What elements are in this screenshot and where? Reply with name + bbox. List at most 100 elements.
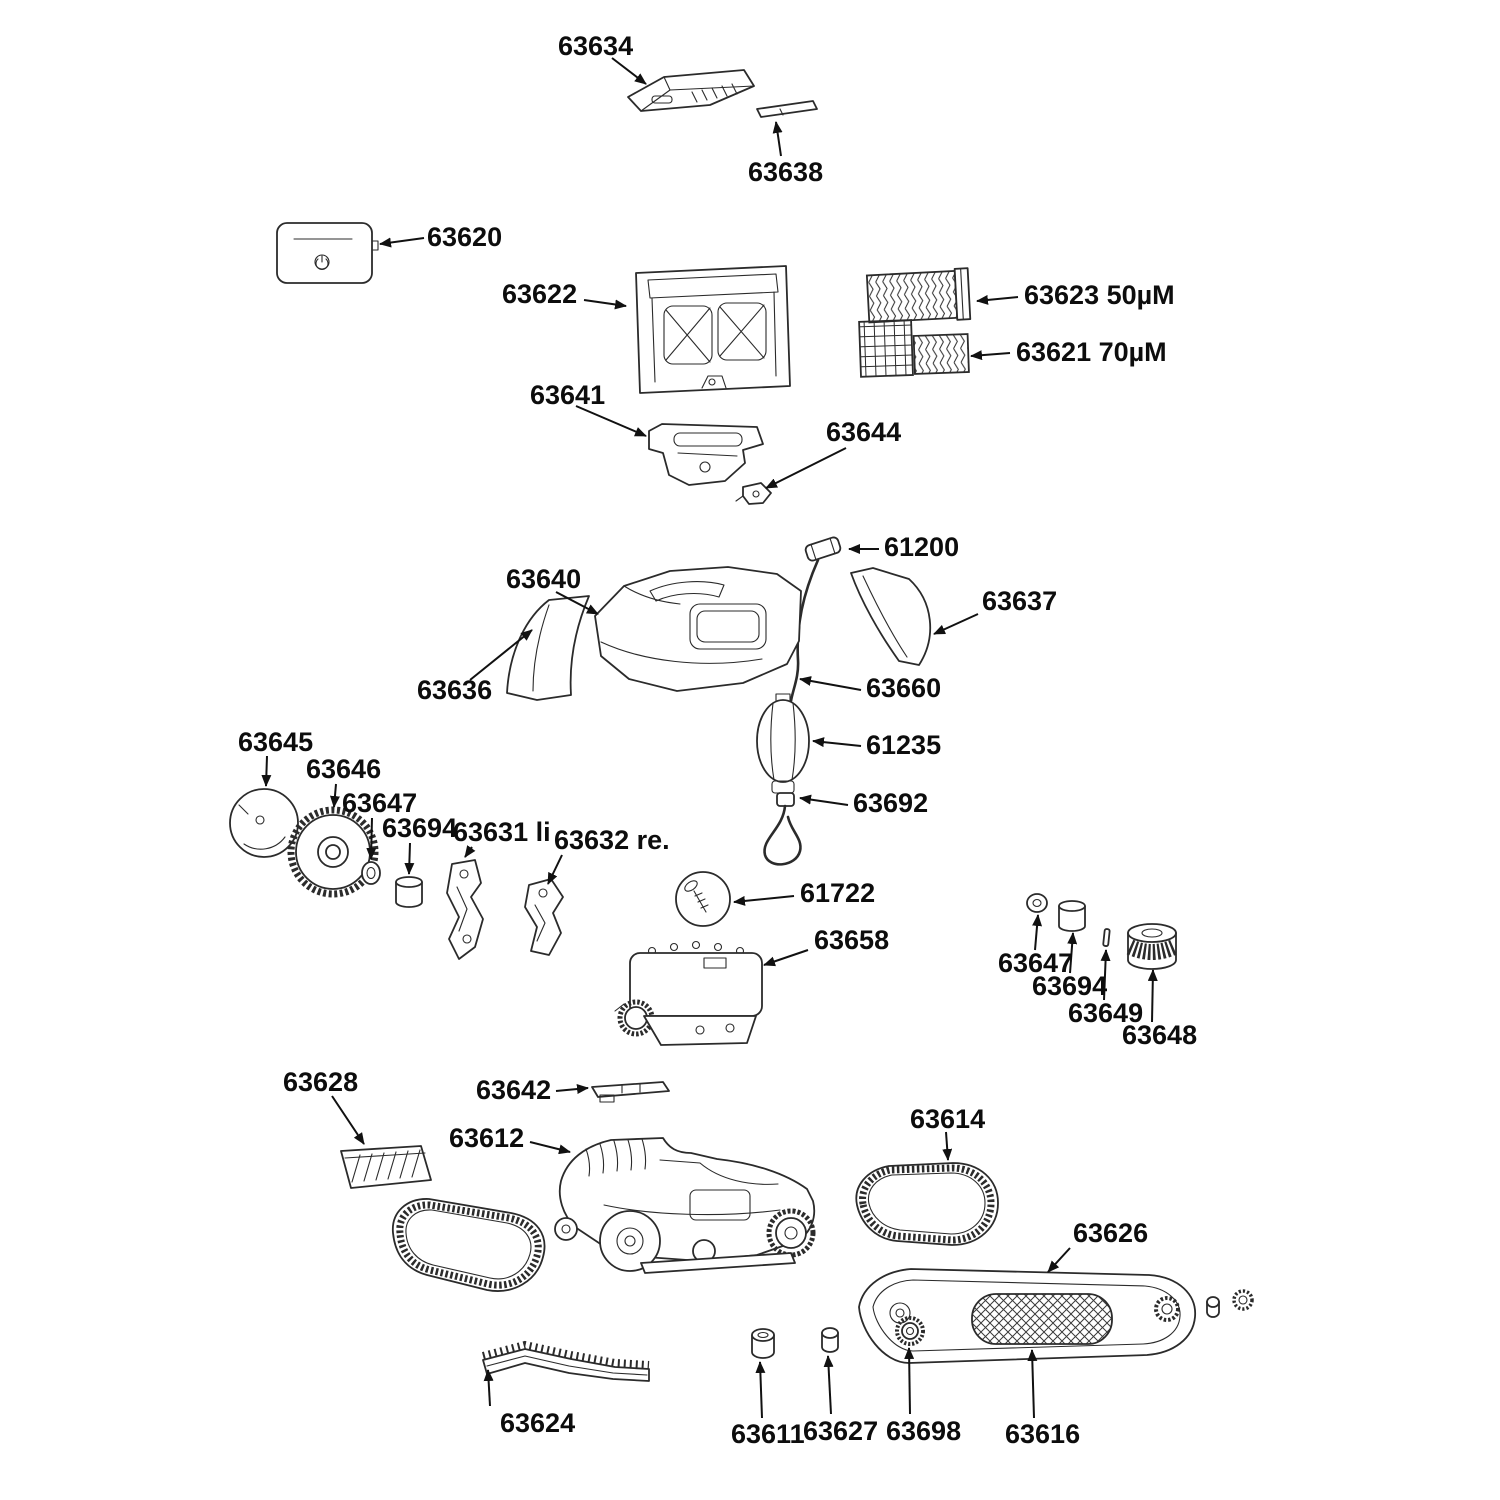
part-63611-bushing-drawing — [751, 1328, 775, 1359]
leader-63645 — [261, 755, 272, 787]
label-63614: 63614 — [910, 1104, 985, 1134]
leader-63611 — [755, 1361, 766, 1419]
part-63648-gear-right-drawing — [1126, 923, 1178, 970]
label-61200: 61200 — [884, 532, 959, 562]
label-63637: 63637 — [982, 586, 1057, 616]
label-63622: 63622 — [502, 279, 577, 309]
leader-63631 — [464, 845, 476, 858]
part-63631-bracket-left-drawing — [446, 859, 484, 960]
label-63611: 63611 — [731, 1419, 805, 1449]
part-63642-latch-drawing — [591, 1081, 670, 1103]
label-63624: 63624 — [500, 1408, 575, 1438]
label-63628: 63628 — [283, 1067, 358, 1097]
part-63612-chassis-drawing — [554, 1137, 816, 1274]
label-63620: 63620 — [427, 222, 502, 252]
label-63644: 63644 — [826, 417, 901, 447]
part-63628-brush-strip-drawing — [340, 1145, 432, 1189]
label-63632-re: 63632 re. — [554, 825, 670, 855]
part-63616-roller-drawing — [971, 1293, 1113, 1345]
label-63623-50um: 63623 50µM — [1024, 280, 1175, 310]
leader-63694-left — [404, 842, 415, 875]
leader-63614 — [942, 1131, 953, 1161]
part-63624-brush-strip-drawing — [481, 1340, 650, 1382]
leader-63641 — [575, 405, 647, 437]
leader-63647-right — [1032, 914, 1043, 951]
part-63623-filter-50-drawing — [865, 267, 972, 324]
part-63641-tray-drawing — [648, 423, 764, 486]
leader-63660 — [799, 676, 862, 691]
leader-63649 — [1100, 949, 1111, 1001]
part-63640-body-drawing — [594, 566, 802, 692]
part-63614-track-right-drawing — [855, 1162, 999, 1246]
leader-63648 — [1147, 969, 1158, 1023]
leader-63658 — [763, 949, 809, 967]
leader-63623 — [976, 294, 1019, 305]
leader-63637 — [933, 613, 979, 635]
label-63641: 63641 — [530, 380, 605, 410]
label-63621-70um: 63621 70µM — [1016, 337, 1167, 367]
label-63649: 63649 — [1068, 998, 1143, 1028]
label-63626: 63626 — [1073, 1218, 1148, 1248]
label-63660: 63660 — [866, 673, 941, 703]
part-63660-cable-drawing — [789, 558, 820, 703]
part-63646-gear-left-drawing — [287, 806, 379, 898]
part-63621-filter-70-drawing — [858, 319, 970, 378]
leader-63638 — [772, 121, 783, 157]
part-63692-fitting-drawing — [763, 792, 802, 866]
label-63616: 63616 — [1005, 1419, 1080, 1449]
label-63694-left: 63694 — [382, 813, 457, 843]
label-63646: 63646 — [306, 754, 381, 784]
part-63620-power-supply-drawing — [276, 222, 379, 284]
leader-arrows — [261, 57, 1158, 1419]
label-63638: 63638 — [748, 157, 823, 187]
leader-63616 — [1027, 1349, 1038, 1419]
leader-61235 — [812, 737, 862, 748]
part-track-left-drawing — [392, 1198, 546, 1292]
label-63627: 63627 — [803, 1416, 878, 1446]
part-63632-bracket-right-drawing — [524, 878, 564, 956]
part-63622-filter-basket-drawing — [635, 265, 791, 394]
label-63642: 63642 — [476, 1075, 551, 1105]
leader-63627 — [823, 1355, 834, 1415]
leader-63632 — [547, 854, 563, 885]
leader-63622 — [583, 299, 627, 310]
label-63692: 63692 — [853, 788, 928, 818]
part-63658-motor-block-drawing — [614, 940, 763, 1046]
part-63698-bearing-drawing — [895, 1316, 925, 1346]
part-63694-bushing-right-drawing — [1058, 900, 1086, 932]
leader-63628 — [331, 1095, 365, 1145]
label-63631-li: 63631 li — [453, 817, 551, 847]
part-61200-cable-plug-drawing — [804, 536, 842, 562]
label-63636: 63636 — [417, 675, 492, 705]
part-63645-disc-drawing — [229, 788, 299, 858]
leader-63624 — [483, 1369, 494, 1407]
label-63694-right: 63694 — [1032, 971, 1107, 1001]
leader-63634 — [611, 57, 647, 85]
leader-63642 — [555, 1084, 589, 1095]
label-63634: 63634 — [558, 31, 633, 61]
leader-63646 — [329, 783, 340, 808]
part-63647-washer-left-drawing — [361, 861, 381, 885]
leader-63612 — [529, 1141, 571, 1155]
leader-63626 — [1047, 1247, 1071, 1273]
part-63627-nut-drawing — [821, 1327, 839, 1353]
label-63648: 63648 — [1122, 1020, 1197, 1050]
label-63640: 63640 — [506, 564, 581, 594]
leader-61722 — [733, 895, 795, 906]
leader-63698 — [904, 1347, 915, 1415]
part-63634-lid-drawing — [627, 69, 755, 112]
label-63645: 63645 — [238, 727, 313, 757]
label-63612: 63612 — [449, 1123, 524, 1153]
leader-63644 — [765, 447, 847, 489]
label-63698: 63698 — [886, 1416, 961, 1446]
part-63647-washer-right-drawing — [1026, 893, 1048, 913]
part-63644-clip-drawing — [735, 482, 772, 505]
label-61235: 61235 — [866, 730, 941, 760]
label-63658: 63658 — [814, 925, 889, 955]
label-63647-right: 63647 — [998, 948, 1073, 978]
part-61235-float-drawing — [756, 693, 810, 794]
part-63694-bushing-left-drawing — [395, 876, 423, 908]
leader-63647-left — [366, 817, 377, 860]
